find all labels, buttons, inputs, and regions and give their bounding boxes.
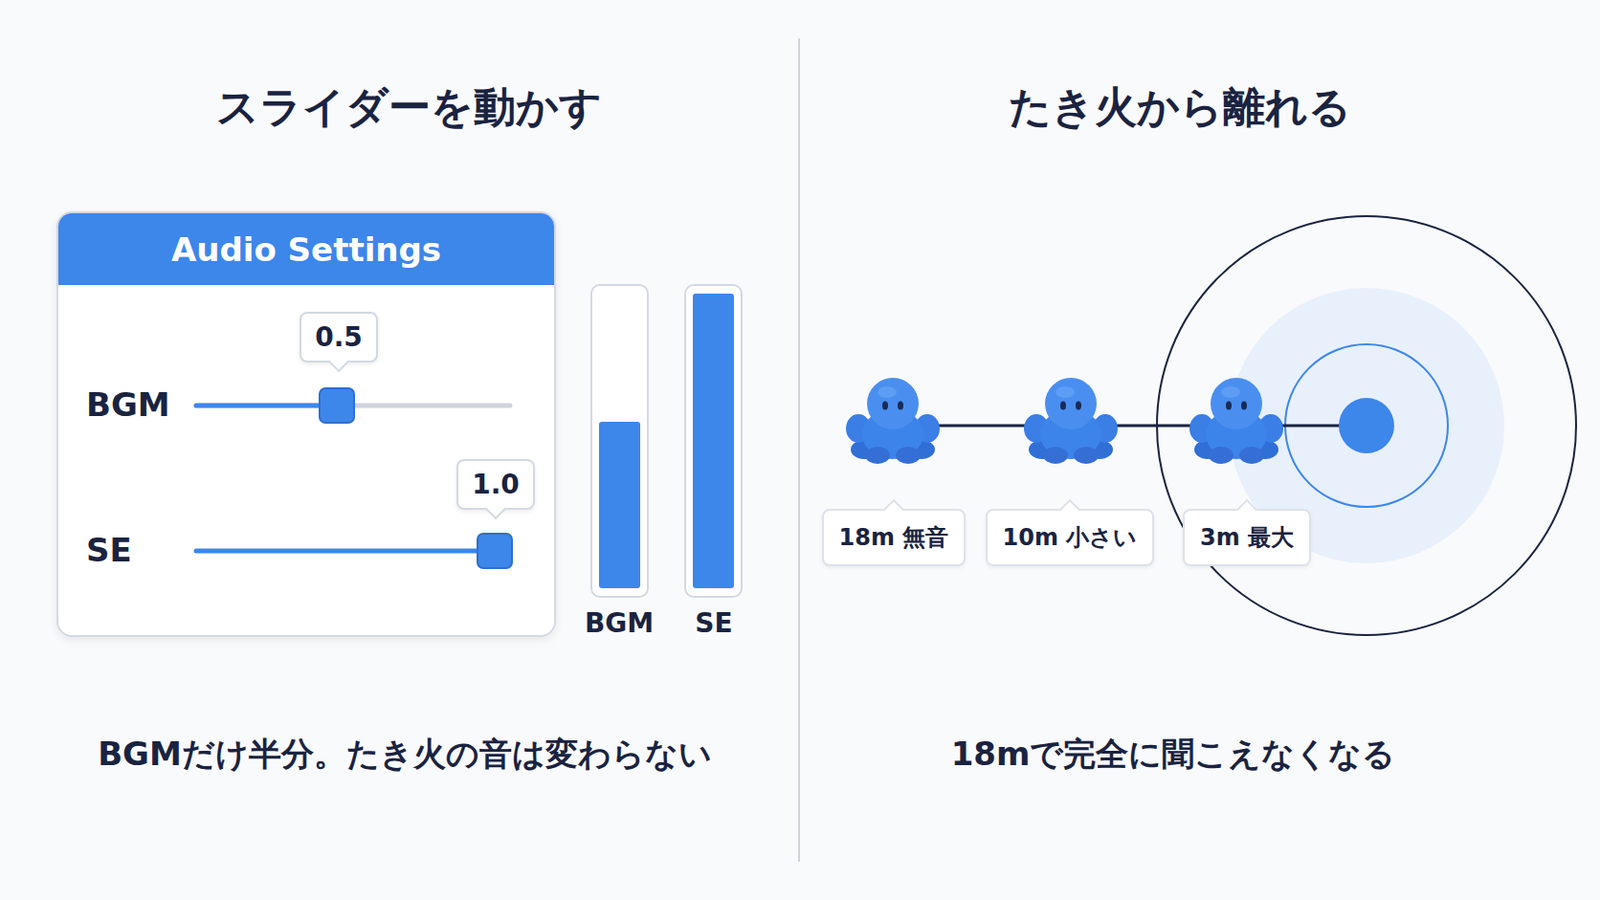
sound-range: [1156, 216, 1577, 636]
node-text: 1.0: [471, 468, 520, 501]
bar-label: SE: [694, 608, 733, 640]
player-figure: [1023, 377, 1118, 465]
panel-title: たき火から離れる: [1008, 83, 1352, 133]
node-text: 0.5: [314, 321, 363, 354]
se-slider: [196, 533, 512, 569]
node-text: 3m 最大: [1200, 522, 1294, 554]
player-figure: [1189, 377, 1284, 465]
divider: [798, 38, 800, 863]
slider-label: SE: [86, 532, 133, 570]
caption: 18mで完全に聞こえなくなる: [951, 735, 1397, 774]
value-tooltip: 0.5: [299, 311, 378, 363]
distance-tag: 10m 小さい: [985, 509, 1156, 567]
slider-label: BGM: [86, 386, 171, 424]
campfire-dot: [1338, 398, 1395, 454]
panel-header: Audio Settings: [58, 213, 555, 286]
bgm-bar: [591, 285, 648, 598]
distance-tag: 3m 最大: [1182, 509, 1312, 567]
settings-panel: Audio Settings 0.5 1.0: [56, 211, 556, 638]
bar-label: BGM: [584, 608, 654, 640]
se-bar: [685, 285, 742, 598]
node-text: 10m 小さい: [1002, 522, 1138, 554]
distance-tag: 18m 無音: [822, 509, 967, 567]
value-tooltip: 1.0: [456, 459, 535, 511]
panel-ground: [56, 211, 556, 638]
node-text: 18m 無音: [839, 522, 950, 554]
bgm-slider: [196, 388, 511, 423]
player-figure: [845, 377, 940, 465]
caption: BGMだけ半分。たき火の音は変わらない: [97, 735, 712, 774]
panel-title: スライダーを動かす: [216, 83, 602, 133]
